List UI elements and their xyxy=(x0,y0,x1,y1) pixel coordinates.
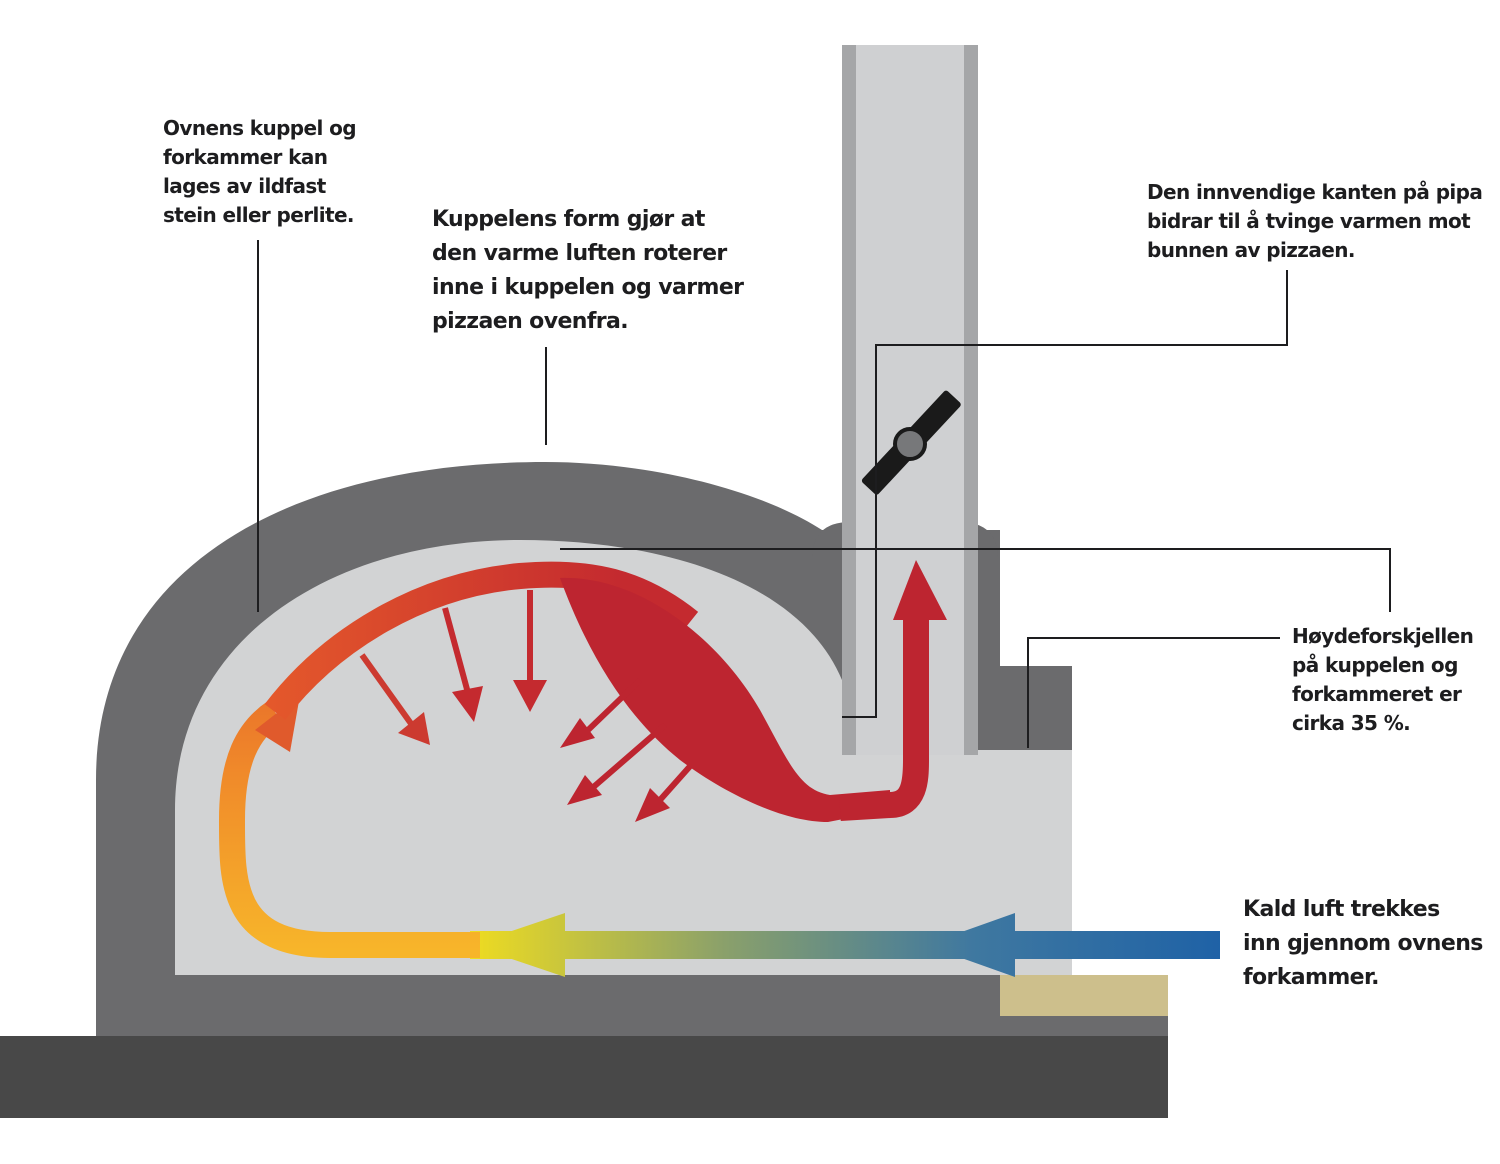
leader-chimney-edge xyxy=(842,270,1288,718)
label-line: pizzaen ovenfra. xyxy=(432,309,629,334)
heat-arrows xyxy=(359,590,703,822)
label-line: den varme luften roterer xyxy=(432,241,727,266)
label-height-difference: Høydeforskjellen på kuppelen og forkamme… xyxy=(1292,622,1474,738)
front-chamber-block xyxy=(975,666,1072,750)
hot-air-blob xyxy=(560,577,890,822)
label-dome-shape: Kuppelens form gjør at den varme luften … xyxy=(432,203,744,339)
leader-height-chamber xyxy=(1027,637,1280,748)
label-line: lages av ildfast xyxy=(163,174,326,198)
label-line: cirka 35 %. xyxy=(1292,711,1411,735)
label-dome-material: Ovnens kuppel og forkammer kan lages av … xyxy=(163,114,357,230)
label-line: bidrar til å tvinge varmen mot xyxy=(1147,209,1471,233)
base-slab xyxy=(0,1036,1168,1118)
label-line: inn gjennom ovnens xyxy=(1243,931,1483,956)
label-line: forkammer kan xyxy=(163,145,328,169)
label-line: Ovnens kuppel og xyxy=(163,116,357,140)
cold-air-arrow xyxy=(470,913,1220,977)
dome-interior xyxy=(175,540,1072,1016)
label-line: på kuppelen og xyxy=(1292,653,1458,677)
label-chimney-edge: Den innvendige kanten på pipa bidrar til… xyxy=(1147,178,1483,265)
chimney-wall-left xyxy=(842,45,856,755)
label-line: Kald luft trekkes xyxy=(1243,897,1440,922)
floor-strip xyxy=(175,1016,1168,1036)
label-line: forkammer. xyxy=(1243,965,1379,990)
hot-air-loop xyxy=(218,560,947,958)
leader-height-top xyxy=(560,548,1391,612)
label-line: stein eller perlite. xyxy=(163,203,355,227)
leader-lines xyxy=(257,240,1391,748)
label-line: Den innvendige kanten på pipa xyxy=(1147,180,1483,204)
label-line: Høydeforskjellen xyxy=(1292,624,1474,648)
label-line: bunnen av pizzaen. xyxy=(1147,238,1355,262)
label-line: inne i kuppelen og varmer xyxy=(432,275,744,300)
label-line: forkammeret er xyxy=(1292,682,1462,706)
chimney-wall-right xyxy=(964,45,978,755)
label-cold-air: Kald luft trekkes inn gjennom ovnens for… xyxy=(1243,893,1483,995)
label-line: Kuppelens form gjør at xyxy=(432,207,705,232)
damper-icon xyxy=(861,390,961,495)
